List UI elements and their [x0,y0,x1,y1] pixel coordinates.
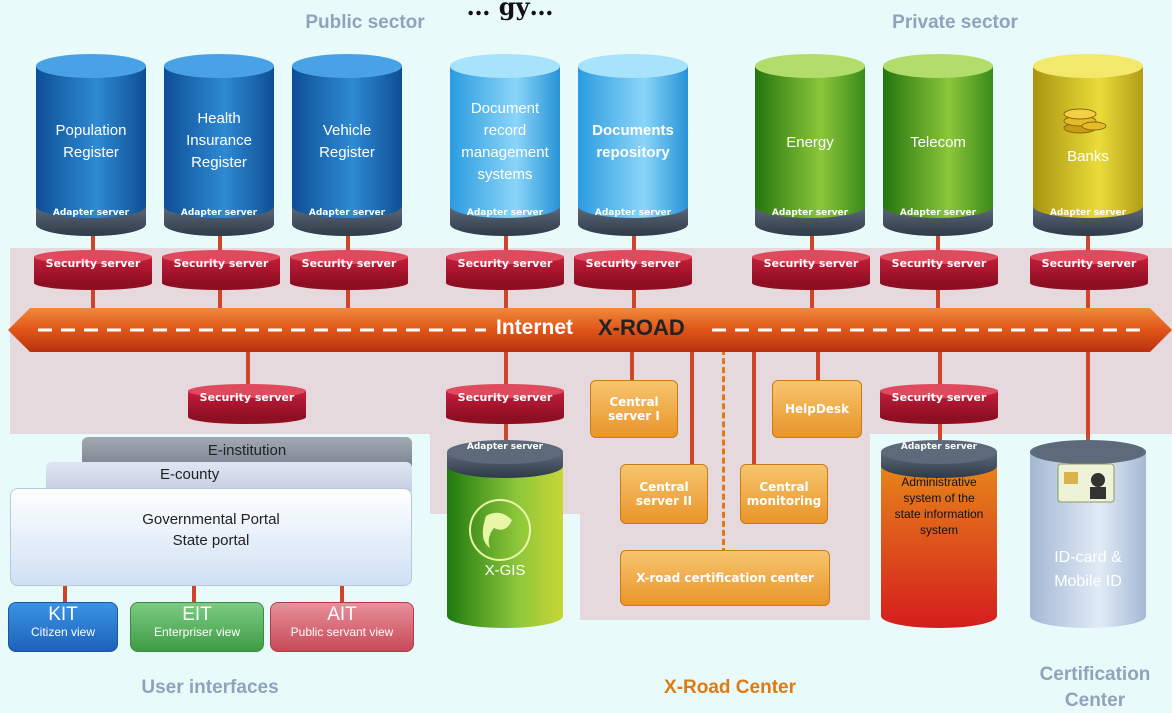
cylinder-telecom [883,54,993,236]
security-server: Security server [446,250,564,290]
cylinder-energy [755,54,865,236]
security-server: Security server [880,384,998,424]
cylinder-admin-system [881,440,997,628]
cylinder-xgis [447,440,563,628]
database-cylinders [36,54,1143,236]
connector-line [752,340,756,464]
governmental-portal: Governmental Portal State portal [10,488,412,586]
kit-label: KIT [48,604,78,625]
population-register-label: Population Register [55,122,127,161]
globe-icon [469,499,531,561]
eit-enterpriser-view[interactable]: EIT Enterpriser view [130,602,264,652]
connector-line [630,340,634,384]
connector-line [690,340,694,464]
adapter-server-label: Adapter server [180,208,258,218]
internet-label: Internet [496,316,574,339]
adapter-server-label: Adapter server [899,208,977,218]
adapter-server-label: Adapter server [52,208,130,218]
certification-center-label: Certification Center [1039,664,1151,711]
public-sector-label: Public sector [305,12,425,33]
e-county-label: E-county [160,466,220,483]
banks-label: Banks [1067,148,1109,165]
document-record-label: Document record management systems [461,100,549,183]
cylinder-id-card [1030,440,1146,628]
xgis-label: X-GIS [484,562,526,579]
security-server: Security server [188,384,306,424]
adapter-server-label: Adapter server [771,208,849,218]
xroad-bar [8,308,1172,352]
adapter-server-label: Adapter server [900,442,978,452]
security-server: Security server [574,250,692,290]
cylinder-health [164,54,274,236]
cylinder-documents-repo [578,54,688,236]
adapter-server-label: Adapter server [466,208,544,218]
admin-system-label: Administrative system of the state infor… [894,475,984,537]
user-interfaces-label: User interfaces [141,677,279,698]
xroad-center-label: X-Road Center [664,677,796,698]
documents-repository-label: Documents repository [592,122,674,161]
security-server: Security server [290,250,408,290]
adapter-server-label: Adapter server [594,208,672,218]
e-county-layer: E-county [46,462,412,492]
connector-line [340,586,344,604]
connector-line [816,340,820,382]
helpdesk: HelpDesk [772,380,862,438]
adapter-server-label: Adapter server [466,442,544,452]
security-server: Security server [34,250,152,290]
security-server: Security server [752,250,870,290]
central-server-2: Central server II [620,464,708,524]
portal-line-2: State portal [172,532,250,549]
eit-sub-label: Enterpriser view [153,625,241,639]
xroad-label: X-ROAD [598,315,685,340]
portal-line-1: Governmental Portal [142,511,280,528]
central-monitoring: Central monitoring [740,464,828,524]
coins-icon [1063,108,1107,134]
connector-line [192,586,196,604]
kit-sub-label: Citizen view [30,625,96,639]
central-server-1: Central server I [590,380,678,438]
xroad-certification-center: X-road certification center [620,550,830,606]
security-server: Security server [162,250,280,290]
id-card-label: ID-card & Mobile ID [1054,549,1122,590]
cylinder-banks [1033,54,1143,236]
cylinder-vehicle [292,54,402,236]
e-institution-label: E-institution [207,442,287,459]
health-insurance-register-label: Health Insurance Register [186,110,252,171]
kit-citizen-view[interactable]: KIT Citizen view [8,602,118,652]
cylinder-population [36,54,146,236]
diagram-title: … gy… [466,0,554,21]
connector-line [63,586,67,604]
ait-label: AIT [327,604,357,625]
security-server: Security server [880,250,998,290]
bottom-cylinders [447,440,1146,628]
connector-line [1086,340,1090,452]
adapter-server-label: Adapter server [308,208,386,218]
telecom-label: Telecom [910,134,966,151]
security-server: Security server [446,384,564,424]
adapter-server-label: Adapter server [1049,208,1127,218]
energy-label: Energy [786,134,834,151]
eit-label: EIT [182,604,212,625]
ait-sub-label: Public servant view [290,625,394,639]
connector-line [246,340,250,390]
certification-dashed-line [722,340,725,554]
vehicle-register-label: Vehicle Register [319,122,375,161]
security-server: Security server [1030,250,1148,290]
cylinder-document-record [450,54,560,236]
ait-public-servant-view[interactable]: AIT Public servant view [270,602,414,652]
private-sector-label: Private sector [892,12,1018,33]
